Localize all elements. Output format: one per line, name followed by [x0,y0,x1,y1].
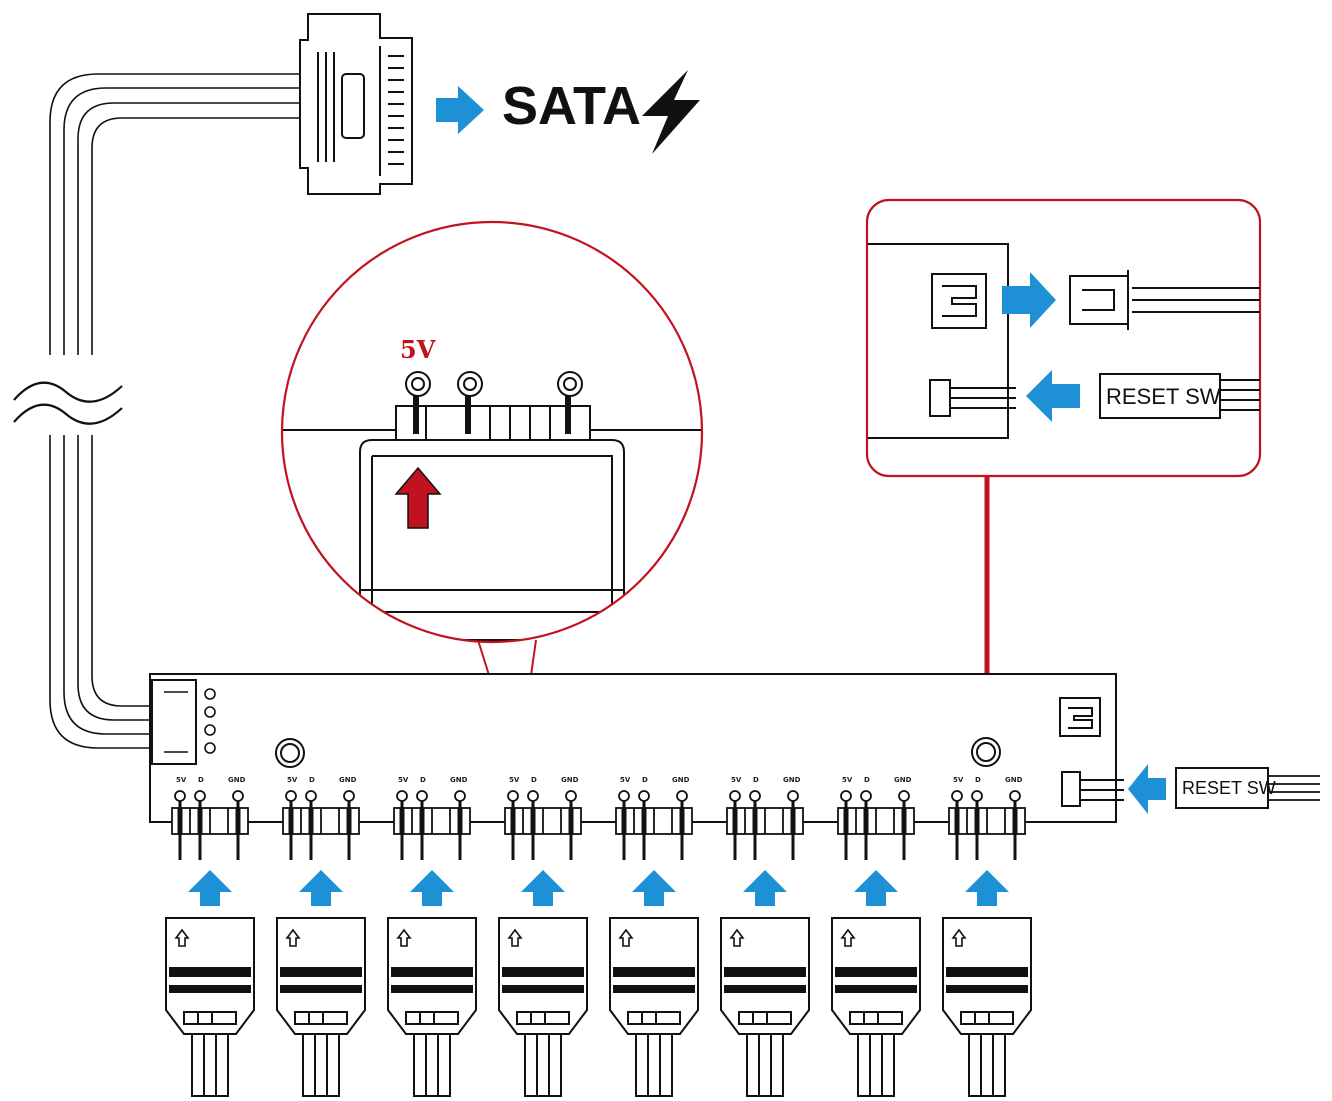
pin-label-d: D [309,776,315,784]
up-arrow-icon [174,928,190,947]
argb-plug [831,917,921,1097]
pin-header [615,790,693,860]
sata-cable [13,73,300,749]
pin-label-5v: 5V [176,776,187,784]
argb-plug [609,917,699,1097]
sata-input-header [151,679,197,765]
argb-port: 5V D GND [387,776,477,1097]
pin-label-gnd: GND [561,776,579,784]
blue-arrow-icon [632,870,676,906]
voltage-label: 5V [400,335,436,364]
pin-label-5v: 5V [731,776,742,784]
argb-port: 5V D GND [276,776,366,1097]
reset-sw-callout-label: RESET SW [1106,384,1221,409]
blue-arrow-icon [188,870,232,906]
pin-label-gnd: GND [339,776,357,784]
pin-label-d: D [531,776,537,784]
pin-label-d: D [975,776,981,784]
up-arrow-icon [618,928,634,947]
reset-sw-main-label: RESET SW [1182,778,1276,798]
callout-reset-header [929,379,1016,417]
blue-arrow-icon [1002,272,1056,328]
sata-connector [299,13,413,195]
pin-label-d: D [198,776,204,784]
pin-label-5v: 5V [620,776,631,784]
pin-header [171,790,249,860]
board-reset-header [1061,771,1124,807]
argb-plug [276,917,366,1097]
pin-label-5v: 5V [398,776,409,784]
up-arrow-icon [840,928,856,947]
argb-port: 5V D GND [498,776,588,1097]
pin-label-d: D [753,776,759,784]
argb-ports: 5V D GND 5V D GND 5V D GND 5V D GND 5V D GND 5V D GND 5V D G… [165,776,1032,1097]
blue-arrow-icon [436,86,484,134]
argb-plug [387,917,477,1097]
pin-label-d: D [642,776,648,784]
blue-arrow-icon [521,870,565,906]
argb-plug [942,917,1032,1097]
mount-hole [275,737,1001,768]
red-up-arrow-icon [394,466,442,529]
up-arrow-icon [507,928,523,947]
pin-label-5v: 5V [953,776,964,784]
sata-label: SATA [502,76,641,136]
pin-label-5v: 5V [287,776,298,784]
argb-plug [498,917,588,1097]
blue-arrow-icon [854,870,898,906]
lightning-bolt-icon [642,70,700,154]
blue-arrow-icon [410,870,454,906]
pin-label-d: D [420,776,426,784]
blue-arrow-icon [743,870,787,906]
reset-sw-plug [1099,373,1221,419]
pin-label-gnd: GND [1005,776,1023,784]
pin-label-gnd: GND [450,776,468,784]
pin-header [726,790,804,860]
board-2pin-header [1059,697,1101,737]
up-arrow-icon [285,928,301,947]
zoom-detail-circle: 5V [280,220,704,644]
pin-header [837,790,915,860]
reset-sw-plug-main [1175,767,1269,809]
argb-port: 5V D GND [720,776,810,1097]
up-arrow-icon [951,928,967,947]
pin-header [393,790,471,860]
pin-label-gnd: GND [783,776,801,784]
pin-header [504,790,582,860]
up-arrow-icon [396,928,412,947]
pin-label-d: D [864,776,870,784]
pin-label-gnd: GND [894,776,912,784]
led-plug [1069,270,1260,330]
pin-label-5v: 5V [509,776,520,784]
blue-arrow-icon [299,870,343,906]
callout-header-2pin [931,273,987,329]
argb-plug [165,917,255,1097]
argb-port: 5V D GND [831,776,921,1097]
argb-port: 5V D GND [165,776,255,1097]
argb-plug [720,917,810,1097]
up-arrow-icon [729,928,745,947]
pin-label-gnd: GND [672,776,690,784]
reset-callout: RESET SW [865,198,1262,478]
argb-port: 5V D GND [942,776,1032,1097]
blue-arrow-icon [1128,764,1166,814]
pin-header [948,790,1026,860]
pin-label-gnd: GND [228,776,246,784]
pin-header [282,790,360,860]
argb-port: 5V D GND [609,776,699,1097]
blue-arrow-icon [965,870,1009,906]
pin-label-5v: 5V [842,776,853,784]
blue-arrow-icon [1026,370,1080,422]
